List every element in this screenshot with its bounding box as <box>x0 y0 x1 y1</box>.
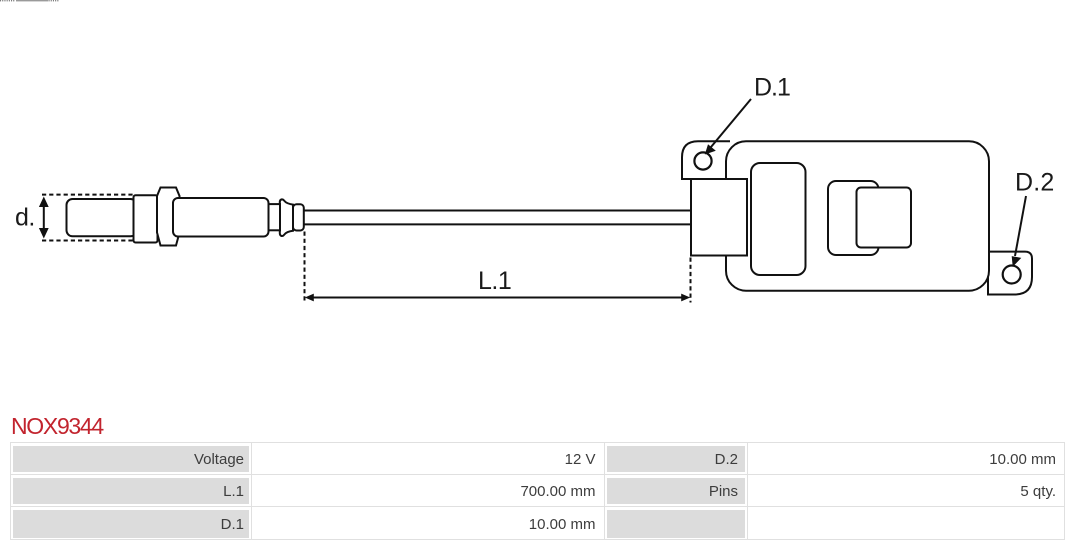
svg-text:D.2: D.2 <box>1015 169 1055 197</box>
svg-text:D.1: D.1 <box>754 74 790 102</box>
svg-text:d.: d. <box>15 204 35 232</box>
svg-text:L.1: L.1 <box>478 267 511 295</box>
